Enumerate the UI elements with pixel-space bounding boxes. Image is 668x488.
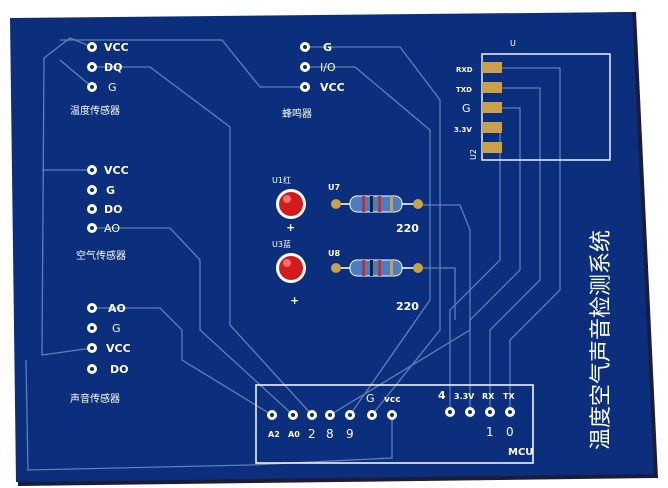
- led1-ref: U1红: [272, 175, 291, 185]
- mcu-pin-4: 4: [438, 389, 446, 402]
- res-u7-ref: U7: [328, 183, 340, 192]
- air-pin-g: G: [106, 184, 115, 197]
- bt-ref-side: U2: [469, 149, 478, 160]
- led2-plus: +: [290, 294, 299, 307]
- buzzer-pin-vcc: VCC: [320, 81, 345, 94]
- led-2: [276, 253, 306, 283]
- air-sensor-name: 空气传感器: [76, 249, 126, 262]
- mcu-name: MCU: [508, 447, 533, 458]
- temp-pin-g: G: [108, 81, 117, 94]
- led-1: [276, 189, 306, 219]
- buzzer-pin-g: G: [323, 41, 332, 54]
- air-pin-vcc: VCC: [104, 164, 129, 177]
- bluetooth-module: [481, 53, 611, 161]
- air-pin-ao: AO: [104, 222, 120, 235]
- air-pin-do: DO: [104, 203, 122, 216]
- led1-plus: +: [286, 221, 295, 234]
- mcu-pin-g: G: [366, 392, 375, 405]
- mcu-pin-2: 2: [308, 427, 316, 441]
- mcu-pin-a2: A2: [268, 430, 280, 439]
- mcu-pin-1: 1: [486, 425, 494, 439]
- led2-ref: U3蓝: [272, 239, 291, 249]
- res-u8-ref: U8: [328, 249, 340, 258]
- board-title: 温度空气声音检测系统: [589, 230, 614, 450]
- sound-sensor-name: 声音传感器: [70, 392, 120, 405]
- mcu-outline: [255, 384, 534, 464]
- temp-pin-dq: DQ: [104, 61, 122, 74]
- buzzer-name: 蜂鸣器: [282, 107, 312, 120]
- mcu-pin-33v: 3.3V: [454, 392, 475, 401]
- bt-pin-g: G: [462, 102, 471, 115]
- mcu-pin-8: 8: [326, 427, 334, 441]
- mcu-pin-0: 0: [506, 425, 514, 439]
- resistor-u7: [331, 195, 423, 213]
- mcu-pin-vcc: vcc: [384, 395, 401, 405]
- res-u8-value: 220: [396, 300, 419, 313]
- temp-sensor-name: 温度传感器: [70, 104, 120, 117]
- mcu-pin-a0: A0: [288, 430, 300, 439]
- mcu-pin-9: 9: [346, 427, 354, 441]
- res-u7-value: 220: [396, 222, 419, 235]
- bt-pin-33v: 3.3V: [454, 126, 472, 134]
- sound-pin-ao: AO: [108, 302, 126, 315]
- sound-pin-g: G: [112, 322, 121, 335]
- sound-pin-vcc: VCC: [106, 342, 131, 355]
- resistor-u8: [331, 259, 423, 277]
- mcu-pin-tx: TX: [503, 392, 515, 401]
- temp-pin-vcc: VCC: [104, 41, 129, 54]
- bt-pin-rxd: RXD: [456, 66, 473, 74]
- bt-ref-top: U: [510, 39, 516, 48]
- sound-pin-do: DO: [110, 363, 128, 376]
- buzzer-pin-io: I/O: [320, 61, 336, 74]
- bt-pin-txd: TXD: [456, 86, 472, 94]
- mcu-pin-rx: RX: [482, 392, 495, 401]
